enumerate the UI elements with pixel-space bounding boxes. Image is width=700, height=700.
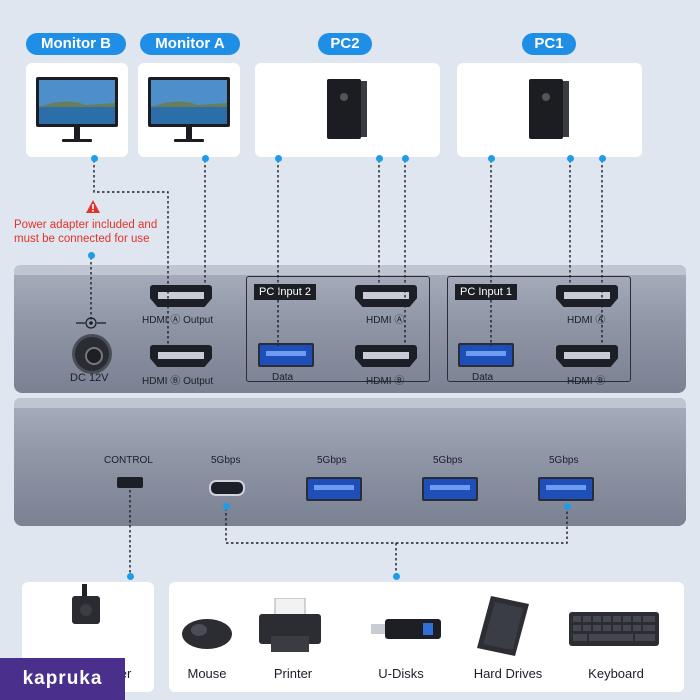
kapruka-logo[interactable]: kapruka: [0, 658, 125, 700]
connector-dot: [567, 155, 574, 162]
connector-dot: [91, 155, 98, 162]
connector-dot: [88, 252, 95, 259]
line-usb-bus: [226, 508, 567, 543]
connector-dot: [599, 155, 606, 162]
connector-dot: [488, 155, 495, 162]
connector-dot: [376, 155, 383, 162]
connector-dot: [564, 503, 571, 510]
connector-dot: [402, 155, 409, 162]
connector-dot: [127, 573, 134, 580]
connector-dot: [275, 155, 282, 162]
connector-dot: [202, 155, 209, 162]
connector-dot: [223, 503, 230, 510]
line-monitor-b-to-hdmi-b: [94, 160, 168, 348]
connector-dot: [393, 573, 400, 580]
